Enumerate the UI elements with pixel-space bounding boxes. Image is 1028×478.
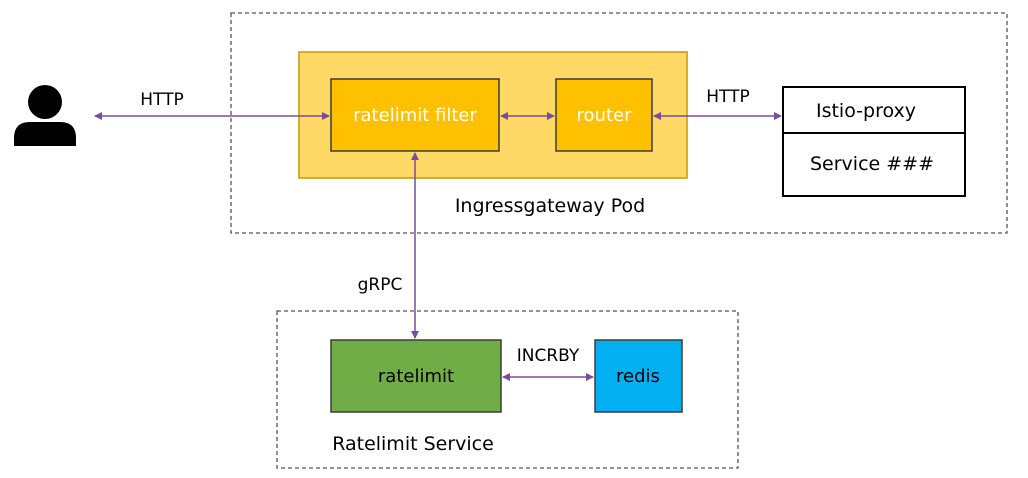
incrby-label: INCRBY <box>517 346 580 366</box>
redis-label: redis <box>616 366 660 387</box>
grpc-label: gRPC <box>358 275 403 295</box>
redis-box <box>594 339 683 413</box>
service-box <box>782 132 966 197</box>
ratelimit-label: ratelimit <box>378 366 454 387</box>
http-left-label: HTTP <box>140 90 184 110</box>
user-icon <box>14 85 76 146</box>
istio-proxy-label: Istio-proxy <box>816 100 916 122</box>
ratelimit-box <box>330 339 502 413</box>
ratelimit-filter-label: ratelimit filter <box>353 105 477 126</box>
ratelimit-service-label: Ratelimit Service <box>332 433 494 455</box>
ingress-pod-label: Ingressgateway Pod <box>455 195 645 217</box>
ratelimit-filter-box <box>330 78 500 152</box>
ingress-pod-container <box>230 12 1008 234</box>
router-label: router <box>577 105 633 126</box>
router-box <box>555 78 653 152</box>
istio-proxy-box <box>782 86 966 134</box>
http-right-label: HTTP <box>706 87 750 107</box>
service-label: Service ### <box>810 153 934 175</box>
ratelimit-service-container <box>276 310 739 469</box>
